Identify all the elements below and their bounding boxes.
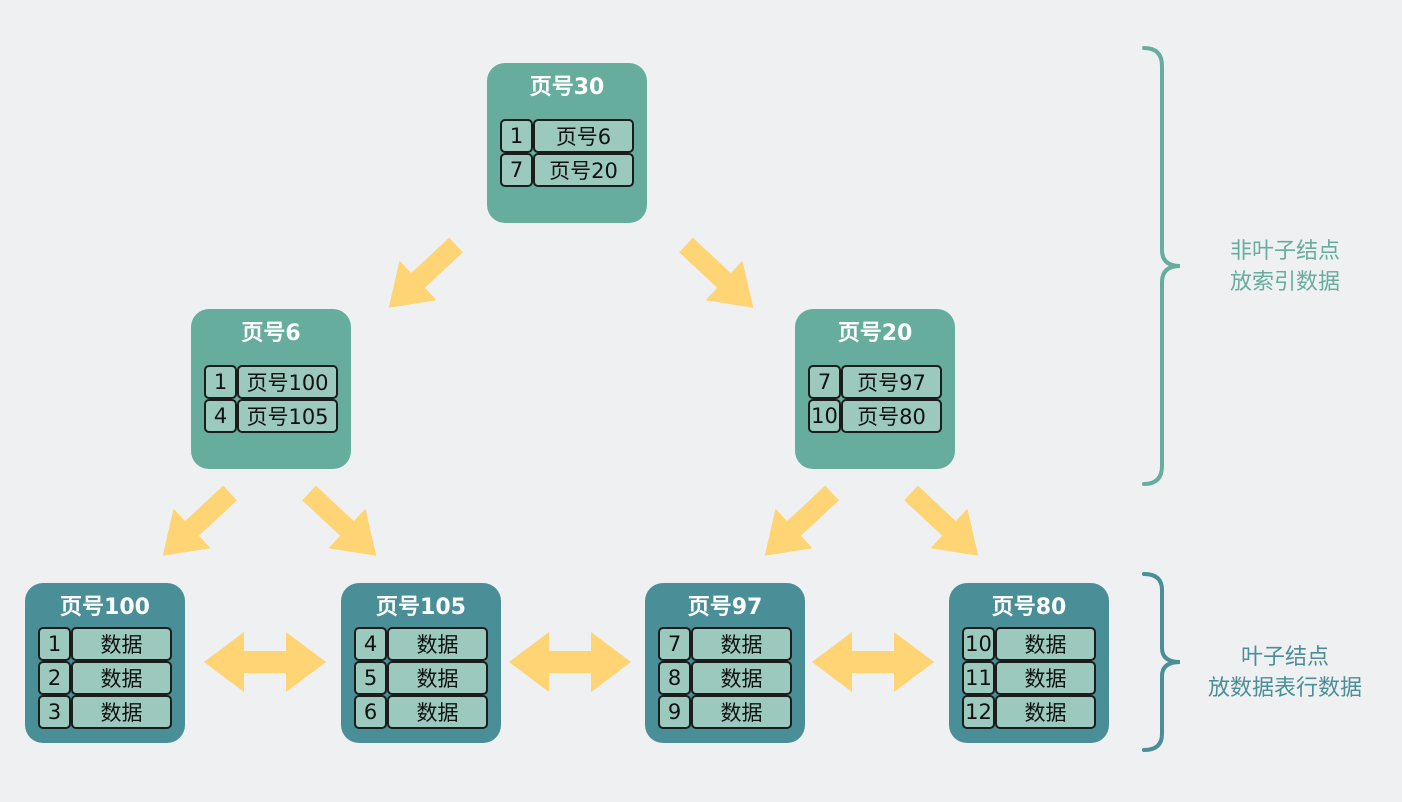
row-key: 6 <box>354 695 387 729</box>
internal-page-node-left: 页号6 1 页号100 4 页号105 <box>191 309 351 469</box>
row-data: 数据 <box>691 627 792 661</box>
index-rows: 7 页号97 10 页号80 <box>808 365 942 433</box>
data-row: 9 数据 <box>658 695 792 729</box>
index-row: 1 页号100 <box>204 365 338 399</box>
data-row: 5 数据 <box>354 661 488 695</box>
arrow-right-to-leaf97 <box>746 473 851 576</box>
double-arrow-97-80 <box>812 632 934 692</box>
data-row: 6 数据 <box>354 695 488 729</box>
row-key: 1 <box>38 627 71 661</box>
data-row: 7 数据 <box>658 627 792 661</box>
row-key: 1 <box>204 365 237 399</box>
row-key: 4 <box>354 627 387 661</box>
index-row: 1 页号6 <box>500 119 634 153</box>
row-pointer: 页号80 <box>841 399 942 433</box>
row-key: 12 <box>962 695 995 729</box>
row-key: 3 <box>38 695 71 729</box>
page-title: 页号97 <box>687 595 763 620</box>
arrow-left-to-leaf105 <box>290 473 395 576</box>
index-row: 4 页号105 <box>204 399 338 433</box>
data-row: 10 数据 <box>962 627 1096 661</box>
row-data: 数据 <box>71 627 172 661</box>
non-leaf-label: 非叶子结点 放索引数据 <box>1200 236 1370 298</box>
row-data: 数据 <box>995 661 1096 695</box>
row-pointer: 页号97 <box>841 365 942 399</box>
row-key: 10 <box>962 627 995 661</box>
leaf-page-node-100: 页号100 1 数据 2 数据 3 数据 <box>25 583 185 743</box>
row-pointer: 页号20 <box>533 153 634 187</box>
row-key: 9 <box>658 695 691 729</box>
data-row: 1 数据 <box>38 627 172 661</box>
row-key: 5 <box>354 661 387 695</box>
index-row: 10 页号80 <box>808 399 942 433</box>
data-row: 2 数据 <box>38 661 172 695</box>
root-page-node: 页号30 1 页号6 7 页号20 <box>487 63 647 223</box>
data-rows: 1 数据 2 数据 3 数据 <box>38 627 172 729</box>
data-rows: 4 数据 5 数据 6 数据 <box>354 627 488 729</box>
index-rows: 1 页号6 7 页号20 <box>500 119 634 187</box>
row-data: 数据 <box>995 695 1096 729</box>
row-key: 7 <box>808 365 841 399</box>
row-key: 11 <box>962 661 995 695</box>
leaf-label: 叶子结点 放数据表行数据 <box>1190 642 1380 704</box>
leaf-label-line1: 叶子结点 <box>1240 645 1329 670</box>
leaf-page-node-105: 页号105 4 数据 5 数据 6 数据 <box>341 583 501 743</box>
data-row: 4 数据 <box>354 627 488 661</box>
internal-page-node-right: 页号20 7 页号97 10 页号80 <box>795 309 955 469</box>
page-title: 页号105 <box>376 595 466 620</box>
brace-leaf <box>1142 572 1181 752</box>
arrow-left-to-leaf100 <box>144 473 249 576</box>
leaf-page-node-97: 页号97 7 数据 8 数据 9 数据 <box>645 583 805 743</box>
page-title: 页号100 <box>60 595 150 620</box>
data-row: 11 数据 <box>962 661 1096 695</box>
row-pointer: 页号6 <box>533 119 634 153</box>
row-key: 4 <box>204 399 237 433</box>
index-row: 7 页号97 <box>808 365 942 399</box>
row-key: 10 <box>808 399 841 433</box>
row-data: 数据 <box>995 627 1096 661</box>
row-pointer: 页号105 <box>237 399 338 433</box>
row-data: 数据 <box>691 695 792 729</box>
row-data: 数据 <box>691 661 792 695</box>
page-title: 页号30 <box>529 75 605 100</box>
row-key: 2 <box>38 661 71 695</box>
row-data: 数据 <box>71 661 172 695</box>
arrow-root-to-left <box>370 225 475 328</box>
data-rows: 7 数据 8 数据 9 数据 <box>658 627 792 729</box>
non-leaf-label-line2: 放索引数据 <box>1229 270 1340 295</box>
page-title: 页号20 <box>837 321 913 346</box>
page-title: 页号80 <box>991 595 1067 620</box>
brace-non-leaf <box>1142 46 1181 486</box>
data-row: 3 数据 <box>38 695 172 729</box>
arrow-root-to-right <box>667 225 772 328</box>
data-row: 8 数据 <box>658 661 792 695</box>
row-data: 数据 <box>71 695 172 729</box>
row-pointer: 页号100 <box>237 365 338 399</box>
row-data: 数据 <box>387 661 488 695</box>
index-row: 7 页号20 <box>500 153 634 187</box>
leaf-page-node-80: 页号80 10 数据 11 数据 12 数据 <box>949 583 1109 743</box>
index-rows: 1 页号100 4 页号105 <box>204 365 338 433</box>
data-row: 12 数据 <box>962 695 1096 729</box>
double-arrow-105-97 <box>509 632 631 692</box>
row-key: 7 <box>500 153 533 187</box>
row-data: 数据 <box>387 695 488 729</box>
row-data: 数据 <box>387 627 488 661</box>
leaf-label-line2: 放数据表行数据 <box>1207 676 1362 701</box>
double-arrow-100-105 <box>204 632 326 692</box>
row-key: 1 <box>500 119 533 153</box>
arrow-right-to-leaf80 <box>892 473 997 576</box>
row-key: 7 <box>658 627 691 661</box>
non-leaf-label-line1: 非叶子结点 <box>1229 239 1340 264</box>
page-title: 页号6 <box>241 321 301 346</box>
row-key: 8 <box>658 661 691 695</box>
data-rows: 10 数据 11 数据 12 数据 <box>962 627 1096 729</box>
